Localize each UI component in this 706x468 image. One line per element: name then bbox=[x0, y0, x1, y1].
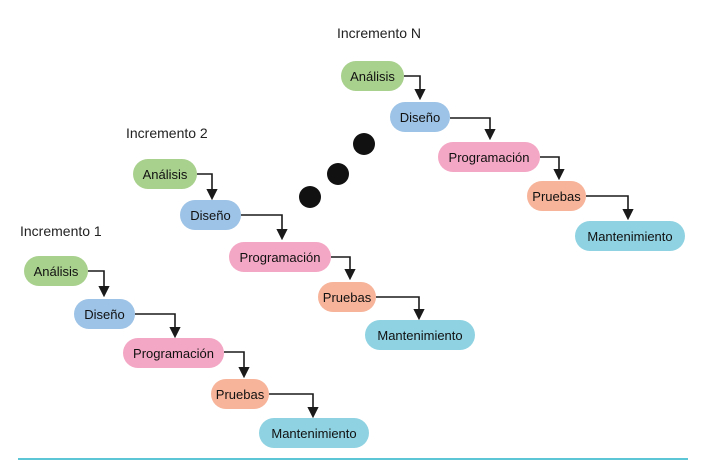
increment-2-title: Incremento 2 bbox=[126, 125, 208, 141]
arrow-incN-2 bbox=[450, 117, 496, 141]
arrow-inc2-2 bbox=[241, 214, 288, 241]
increment-1-analisis-box: Análisis bbox=[24, 256, 88, 286]
increment-n-mantenimiento-box: Mantenimiento bbox=[575, 221, 685, 251]
arrow-inc2-4 bbox=[376, 296, 425, 321]
arrow-inc2-3 bbox=[331, 256, 356, 281]
increment-1-pruebas-box: Pruebas bbox=[211, 379, 269, 409]
increment-2-analisis-box: Análisis bbox=[133, 159, 197, 189]
arrow-inc2-1 bbox=[197, 173, 218, 201]
arrow-inc1-3 bbox=[224, 351, 250, 379]
continuation-dot-2 bbox=[327, 163, 349, 185]
increment-n-title: Incremento N bbox=[337, 25, 422, 41]
increment-2-mantenimiento-box: Mantenimiento bbox=[365, 320, 475, 350]
increment-2-diseno-box: Diseño bbox=[180, 200, 241, 230]
increment-n-programacion-box: Programación bbox=[438, 142, 540, 172]
increment-n-pruebas-box: Pruebas bbox=[527, 181, 586, 211]
arrow-incN-1 bbox=[404, 75, 426, 101]
continuation-dot-3 bbox=[353, 133, 375, 155]
increment-1-programacion-box: Programación bbox=[123, 338, 224, 368]
arrow-inc1-4 bbox=[269, 393, 319, 419]
increment-n-diseno-box: Diseño bbox=[390, 102, 450, 132]
arrow-incN-4 bbox=[586, 195, 634, 221]
increment-1-diseno-box: Diseño bbox=[74, 299, 135, 329]
increment-n-analisis-box: Análisis bbox=[341, 61, 404, 91]
arrow-inc1-2 bbox=[135, 313, 181, 339]
arrow-incN-3 bbox=[540, 156, 565, 181]
continuation-dot-1 bbox=[299, 186, 321, 208]
bottom-divider bbox=[18, 458, 688, 460]
increment-2-pruebas-box: Pruebas bbox=[318, 282, 376, 312]
increment-1-mantenimiento-box: Mantenimiento bbox=[259, 418, 369, 448]
arrow-inc1-1 bbox=[88, 270, 110, 298]
increment-1-title: Incremento 1 bbox=[20, 223, 102, 239]
increment-2-programacion-box: Programación bbox=[229, 242, 331, 272]
